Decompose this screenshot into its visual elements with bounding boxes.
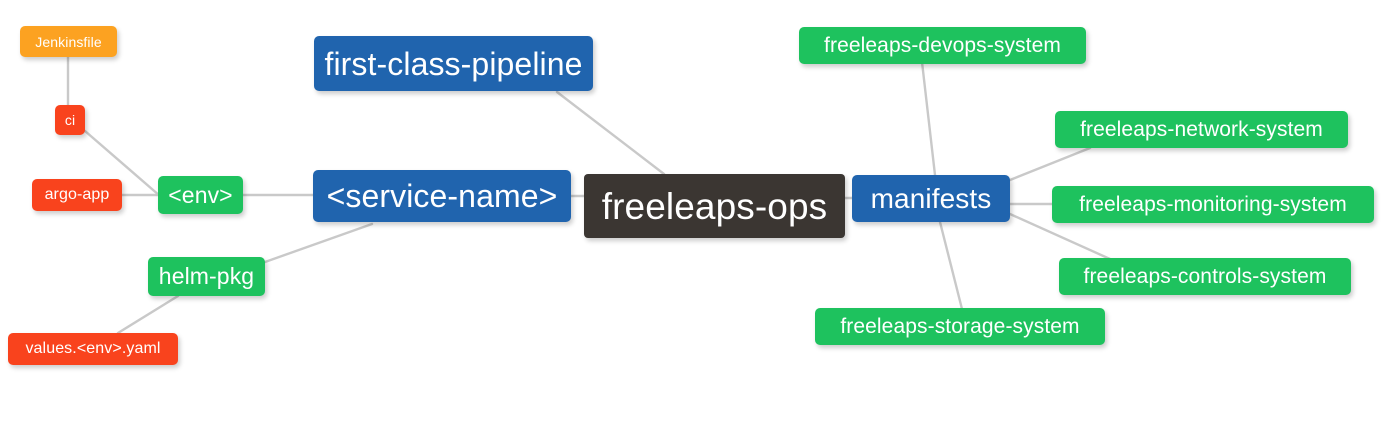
node-ci[interactable]: ci [55, 105, 85, 135]
node-label: Jenkinsfile [35, 33, 102, 50]
node-label: freeleaps-storage-system [840, 315, 1080, 338]
edge-manifests-devops [920, 60, 937, 177]
node-values-env-yaml[interactable]: values.<env>.yaml [8, 333, 178, 365]
edge-firstclasspipeline-root [555, 90, 666, 176]
node-freeleaps-network-system[interactable]: freeleaps-network-system [1055, 111, 1348, 148]
edge-manifests-network [1008, 146, 1092, 182]
node-label: <env> [168, 181, 233, 208]
node-label: freeleaps-ops [601, 185, 828, 227]
node-freeleaps-devops-system[interactable]: freeleaps-devops-system [799, 27, 1086, 64]
edge-valuesyaml-helmpkg [116, 294, 180, 335]
node-label: freeleaps-controls-system [1083, 265, 1327, 288]
node-label: first-class-pipeline [324, 45, 583, 82]
node-label: <service-name> [326, 178, 558, 214]
node-argo-app[interactable]: argo-app [32, 179, 122, 211]
node-label: freeleaps-network-system [1080, 118, 1323, 141]
node-label: argo-app [44, 186, 110, 203]
node-freeleaps-storage-system[interactable]: freeleaps-storage-system [815, 308, 1105, 345]
node-jenkinsfile[interactable]: Jenkinsfile [20, 26, 117, 57]
node-label: values.<env>.yaml [25, 340, 161, 357]
node-label: manifests [870, 182, 992, 214]
node-label: ci [64, 112, 76, 128]
node-label: helm-pkg [158, 263, 255, 289]
node-label: freeleaps-devops-system [824, 34, 1061, 57]
node-service-name[interactable]: <service-name> [313, 170, 571, 222]
node-freeleaps-monitoring-system[interactable]: freeleaps-monitoring-system [1052, 186, 1374, 223]
node-first-class-pipeline[interactable]: first-class-pipeline [314, 36, 593, 91]
node-helm-pkg[interactable]: helm-pkg [148, 257, 265, 296]
node-env[interactable]: <env> [158, 176, 243, 214]
edge-helmpkg-servicename [263, 222, 374, 264]
edge-manifests-storage [938, 220, 964, 311]
node-label: freeleaps-monitoring-system [1079, 193, 1347, 216]
node-manifests[interactable]: manifests [852, 175, 1010, 222]
node-freeleaps-ops[interactable]: freeleaps-ops [584, 174, 845, 238]
node-freeleaps-controls-system[interactable]: freeleaps-controls-system [1059, 258, 1351, 295]
